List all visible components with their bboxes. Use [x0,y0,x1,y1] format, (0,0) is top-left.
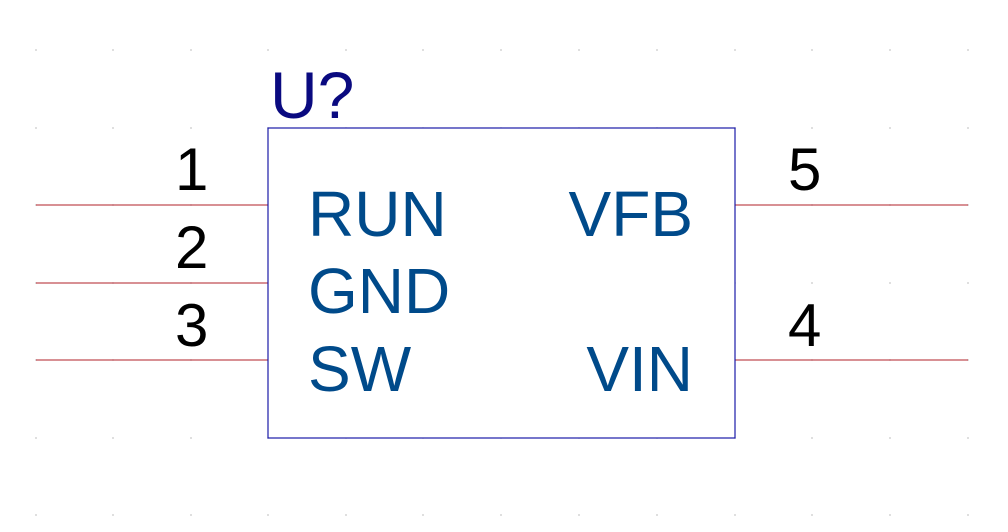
grid-dot [889,49,891,51]
component-body[interactable] [267,127,736,439]
grid-dot [345,514,347,516]
component-designator[interactable]: U? [270,58,354,132]
grid-dot [889,127,891,129]
grid-dot [112,127,114,129]
grid-dot [112,514,114,516]
grid-dot [500,514,502,516]
pin-number-1: 1 [175,136,208,203]
grid-dot [112,437,114,439]
grid-dot [190,127,192,129]
grid-dot [734,49,736,51]
grid-dot [578,49,580,51]
pin-label-vin: VIN [586,333,693,405]
grid-dot [190,49,192,51]
grid-dot [656,514,658,516]
grid-dot [734,514,736,516]
pin-label-gnd: GND [308,255,450,327]
grid-dot [967,514,969,516]
grid-dot [500,49,502,51]
pin-number-3: 3 [175,292,208,359]
grid-dot [267,49,269,51]
pin-number-5: 5 [788,136,821,203]
grid-dot [889,437,891,439]
grid-dot [811,282,813,284]
grid-dot [967,127,969,129]
grid-dot [267,514,269,516]
grid-dot [190,437,192,439]
grid-dot [35,49,37,51]
grid-dot [35,514,37,516]
grid-dot [811,49,813,51]
grid-dot [578,514,580,516]
grid-dot [422,49,424,51]
grid-dot [967,437,969,439]
grid-dot [889,282,891,284]
pin-number-4: 4 [788,292,821,359]
grid-dot [811,127,813,129]
pin-label-run: RUN [308,178,447,250]
grid-dot [35,437,37,439]
grid-dot [811,514,813,516]
pin-number-2: 2 [175,214,208,281]
pin-label-sw: SW [308,333,412,405]
grid-dot [811,437,813,439]
grid-dot [422,514,424,516]
grid-dot [967,49,969,51]
grid-dot [889,514,891,516]
grid-dot [967,282,969,284]
grid-dot [190,514,192,516]
grid-dot [112,49,114,51]
grid-dot [345,49,347,51]
grid-dot [35,127,37,129]
grid-dot [656,49,658,51]
pin-label-vfb: VFB [569,178,693,250]
